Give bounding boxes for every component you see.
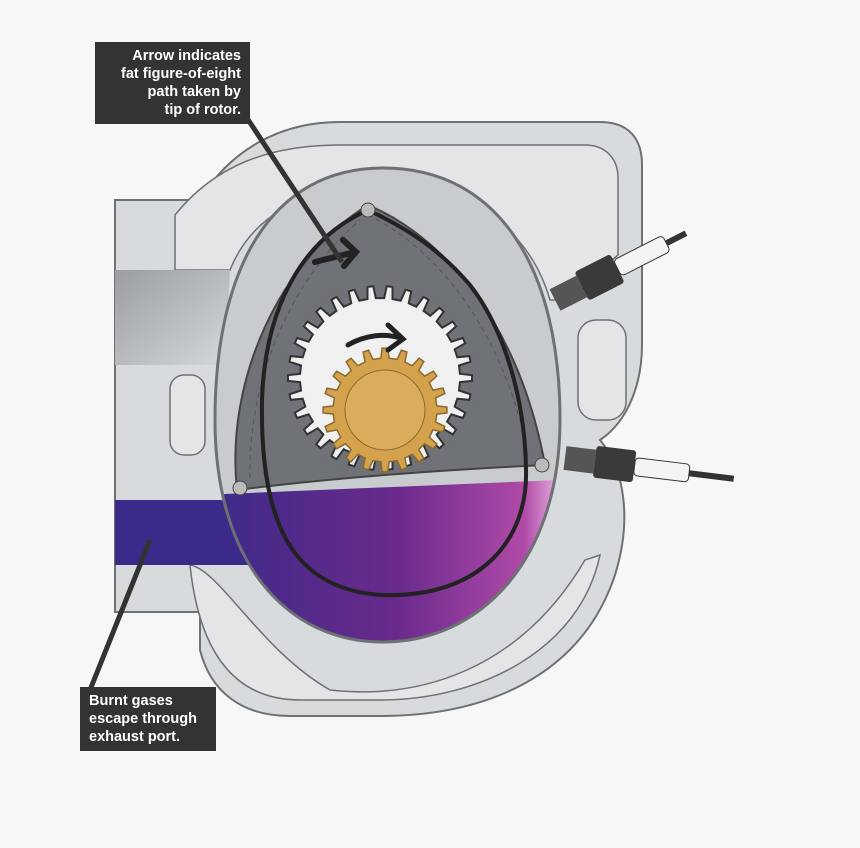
callout-line: Burnt gases — [89, 693, 173, 709]
spark-plug-leading — [549, 230, 688, 311]
callout-line: tip of rotor. — [164, 102, 241, 118]
path-arrow-icon — [312, 237, 361, 269]
sun-gear — [322, 347, 448, 473]
callout-rotor-path: Arrow indicates fat figure-of-eight path… — [95, 42, 250, 124]
callout-line: escape through — [89, 711, 197, 727]
callout-exhaust: Burnt gases escape through exhaust port. — [80, 687, 216, 751]
rotation-arrow-icon — [345, 322, 407, 353]
rotor-tip-path — [259, 208, 529, 598]
callout-line: fat figure-of-eight — [120, 66, 241, 82]
callout-pointer — [240, 110, 345, 264]
callout-pointer — [87, 539, 153, 691]
callout-line: exhaust port. — [89, 729, 181, 745]
apex-seal — [534, 457, 550, 473]
sun-gear-hub — [344, 369, 426, 451]
callout-line: path taken by — [147, 84, 241, 100]
apex-seal — [360, 202, 376, 218]
callout-line: Arrow indicates — [132, 48, 241, 64]
apex-seal — [232, 480, 248, 496]
spark-plug-trailing — [563, 446, 735, 483]
